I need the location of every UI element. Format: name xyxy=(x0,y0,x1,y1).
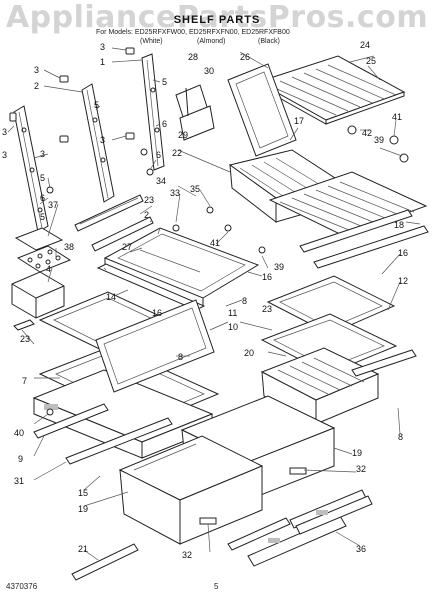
callout-6: 6 xyxy=(162,119,167,129)
drawer-cabinet-frame xyxy=(95,299,215,393)
drawer-slide-bottom xyxy=(71,543,139,581)
callout-5: 5 xyxy=(40,212,45,222)
callout-8: 8 xyxy=(242,296,247,306)
callout-31: 31 xyxy=(14,476,24,486)
callout-32: 32 xyxy=(182,550,192,560)
callout-40: 40 xyxy=(14,428,24,438)
callout-2: 2 xyxy=(34,81,39,91)
callout-23: 23 xyxy=(144,195,154,205)
callout-32: 32 xyxy=(356,464,366,474)
callout-37: 37 xyxy=(48,200,58,210)
callout-30: 30 xyxy=(204,66,214,76)
callout-17: 17 xyxy=(294,116,304,126)
drawer-slide-left xyxy=(33,403,173,465)
diagram-title: SHELF PARTS xyxy=(173,14,261,26)
shelf-rail-left-outer xyxy=(13,105,49,233)
callout-38: 38 xyxy=(64,242,74,252)
callout-9: 9 xyxy=(18,454,23,464)
callout-34: 34 xyxy=(156,176,166,186)
callout-5: 5 xyxy=(94,100,99,110)
callout-24: 24 xyxy=(360,40,370,50)
callout-numbers: 3 1 3 2 5 5 3 3 6 6 3 5 6 5 3 28 30 26 2… xyxy=(2,40,408,560)
drawer-handles xyxy=(227,489,373,567)
callout-39: 39 xyxy=(374,135,384,145)
callout-3: 3 xyxy=(40,149,45,159)
upper-glass-shelf xyxy=(96,227,260,311)
callout-8: 8 xyxy=(398,432,403,442)
variant-black: (Black) xyxy=(258,38,280,45)
meat-pan xyxy=(260,347,417,425)
leader-lines xyxy=(7,47,421,561)
shelf-rail-bars xyxy=(74,194,154,252)
callout-19: 19 xyxy=(352,448,362,458)
callout-3: 3 xyxy=(34,65,39,75)
callout-4: 4 xyxy=(46,264,51,274)
callout-22: 22 xyxy=(172,148,182,158)
callout-26: 26 xyxy=(240,52,250,62)
callout-8: 8 xyxy=(178,352,183,362)
dairy-tray-lid xyxy=(14,227,64,251)
callout-5: 5 xyxy=(40,173,45,183)
variant-white: (White) xyxy=(140,38,163,45)
callout-10: 10 xyxy=(228,322,238,332)
callout-19: 19 xyxy=(78,504,88,514)
shelf-rail-left-middle xyxy=(81,83,115,203)
callout-3: 3 xyxy=(100,42,105,52)
callout-12: 12 xyxy=(398,276,408,286)
callout-29: 29 xyxy=(178,130,188,140)
callout-11: 11 xyxy=(228,308,237,318)
callout-33: 33 xyxy=(170,188,180,198)
callout-14: 14 xyxy=(106,292,116,302)
doc-number: 4370376 xyxy=(6,582,38,591)
shelf-rail-center xyxy=(141,53,165,171)
rail-clips xyxy=(9,47,154,194)
callout-21: 21 xyxy=(78,544,88,554)
callout-36: 36 xyxy=(356,544,366,554)
callout-20: 20 xyxy=(244,348,254,358)
callout-3: 3 xyxy=(2,150,7,160)
callout-5: 5 xyxy=(162,77,167,87)
model-list: For Models: ED25RFXFW00, ED25RFXFN00, ED… xyxy=(96,29,290,36)
callout-6: 6 xyxy=(156,150,161,160)
callout-16: 16 xyxy=(262,272,272,282)
callout-18: 18 xyxy=(394,220,404,230)
callout-23: 23 xyxy=(262,304,272,314)
crisper-drawer-left xyxy=(118,435,264,545)
callout-42: 42 xyxy=(362,128,372,138)
shelf-frame-rear xyxy=(227,63,297,157)
long-wire-shelf xyxy=(268,171,429,269)
callout-1: 1 xyxy=(100,57,105,67)
callout-23: 23 xyxy=(20,334,30,344)
callout-39: 39 xyxy=(274,262,284,272)
divider-bracket xyxy=(175,84,215,141)
callout-41: 41 xyxy=(210,238,220,248)
callout-2: 2 xyxy=(144,210,149,220)
callout-7: 7 xyxy=(22,376,27,386)
callout-3: 3 xyxy=(100,135,105,145)
page-number: 5 xyxy=(214,582,219,591)
callout-16: 16 xyxy=(152,308,162,318)
callout-35: 35 xyxy=(190,184,200,194)
callout-6: 6 xyxy=(40,193,45,203)
small-hardware xyxy=(172,125,409,254)
watermark: AppliancePartsPros.com xyxy=(5,0,429,35)
callout-27: 27 xyxy=(122,242,132,252)
callout-25: 25 xyxy=(366,56,376,66)
callout-28: 28 xyxy=(188,52,198,62)
dairy-bin xyxy=(11,271,65,319)
egg-tray xyxy=(16,245,72,273)
callout-41: 41 xyxy=(392,112,402,122)
callout-3: 3 xyxy=(2,127,7,137)
variant-almond: (Almond) xyxy=(197,38,226,45)
callout-16: 16 xyxy=(398,248,408,258)
callout-15: 15 xyxy=(78,488,88,498)
